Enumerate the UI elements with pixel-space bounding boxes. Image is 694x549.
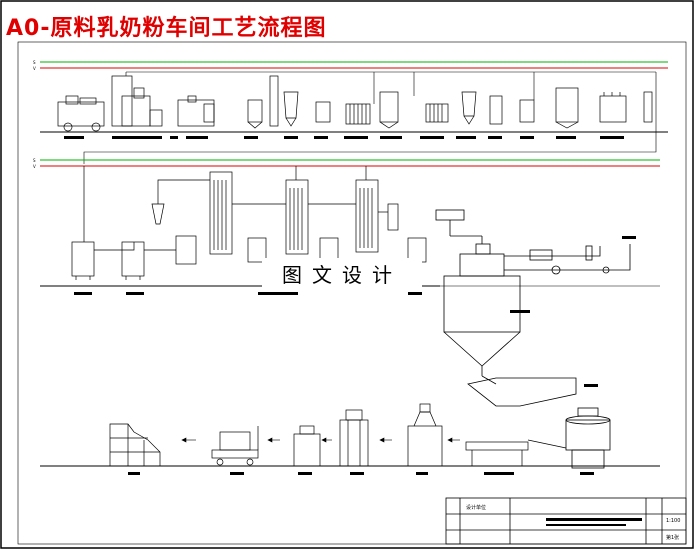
evaporator-effect-3: [355, 179, 379, 253]
warehouse-stack: [109, 423, 161, 467]
buffer-tank: [555, 87, 579, 129]
row3-equipment: [109, 403, 567, 467]
column-pump: [643, 91, 653, 123]
row1-utility-lines: S V: [33, 60, 668, 71]
conveyor-belt: [465, 439, 567, 466]
row1-pipes: [83, 71, 657, 164]
flow-arrows: [181, 437, 460, 443]
preheater: [151, 203, 165, 225]
svg-text:V: V: [33, 66, 36, 71]
svg-text:S: S: [33, 158, 36, 163]
packing-machine: [293, 425, 321, 467]
clarifier: [269, 75, 299, 127]
condenser: [387, 203, 399, 231]
cooling-unit: [599, 92, 627, 123]
title-block-scale: 1:100: [666, 518, 681, 524]
inner-border: [17, 41, 687, 545]
concentrate-tank-2: [121, 241, 145, 280]
plate-heat-exchanger: [345, 103, 371, 125]
row2-utility-lines: S V: [33, 158, 660, 169]
sealing-machine: [339, 409, 369, 467]
sterilizer-exchanger: [425, 103, 449, 123]
vibrating-sieve: [565, 407, 611, 469]
homogenizer: [489, 95, 503, 125]
evaporator-effect-2: [285, 179, 309, 255]
raw-milk-storage-tank: [247, 99, 263, 129]
evaporator-effect-1: [209, 171, 233, 255]
separator: [461, 91, 477, 125]
title-block-unit-label: 设计单位: [466, 505, 487, 511]
milk-receiving-station: [111, 75, 163, 127]
concentrate-tank-1: [71, 241, 95, 280]
balance-tank: [315, 101, 331, 123]
drawing-title: A0-原料乳奶粉车间工艺流程图: [6, 16, 327, 41]
title-block-sheet: 第1张: [666, 535, 680, 541]
svg-text:S: S: [33, 60, 36, 65]
row3-equipment-labels: [128, 472, 594, 475]
standardizing-tank: [379, 91, 399, 129]
filter-cooler: [177, 95, 215, 127]
spray-dryer: [435, 209, 631, 469]
pallet-cart: [211, 426, 259, 466]
row1-equipment: [57, 75, 653, 132]
intermediate-tank: [519, 99, 535, 123]
filling-machine: [407, 403, 443, 467]
milk-tanker-truck: [57, 95, 105, 132]
row2-equipment: [71, 166, 427, 280]
dryer-labels: [510, 236, 636, 387]
row1-equipment-labels: [64, 136, 624, 139]
drying-chamber: [443, 275, 521, 333]
row2-equipment-labels: [74, 292, 422, 295]
watermark-text: 图文设计: [262, 258, 422, 292]
title-block: [445, 497, 687, 545]
svg-text:V: V: [33, 164, 36, 169]
separator-vessel-1: [175, 235, 197, 265]
separator-vessel-2: [247, 237, 267, 263]
fluid-bed-dryer: [467, 377, 577, 407]
